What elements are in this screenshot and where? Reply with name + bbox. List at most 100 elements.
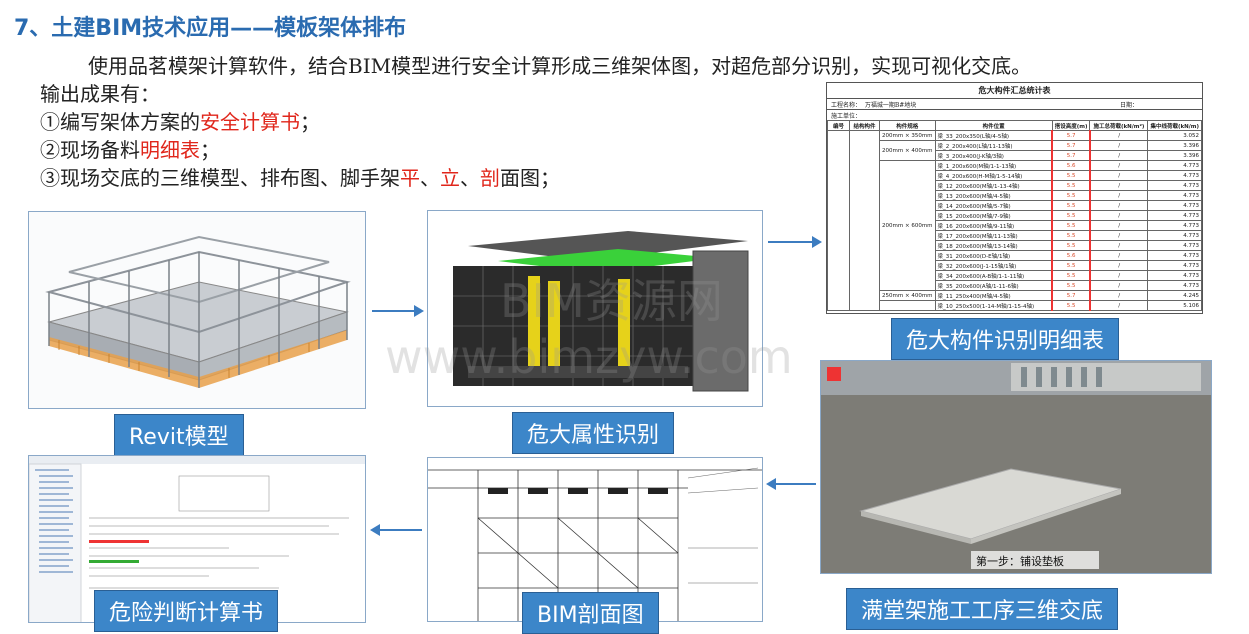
construction-3d-image: 第一步：铺设垫板 [820, 360, 1212, 574]
cell-line-load: 4.773 [1147, 160, 1202, 171]
cell-load: / [1089, 140, 1149, 151]
ground-pad-illustration [821, 361, 1211, 573]
cell-position: 梁_15_200x600(M轴/7-9轴) [934, 210, 1053, 221]
cell-load: / [1089, 170, 1149, 181]
cell-spec: 200mm × 600mm [879, 160, 936, 291]
cell-load: / [1089, 180, 1149, 191]
cell-height: 5.5 [1051, 190, 1091, 201]
arrow-identify-to-table [768, 236, 822, 248]
cell-load: / [1089, 200, 1149, 211]
cell-line-load: 4.773 [1147, 190, 1202, 201]
cell-height: 5.5 [1051, 220, 1091, 231]
cell-position: 梁_16_200x600(M轴/9-11轴) [934, 220, 1053, 231]
danger-identify-image [427, 210, 763, 407]
cell-load: / [1089, 190, 1149, 201]
arrow-section-to-calc [370, 524, 422, 536]
cell-position: 梁_12_200x600(M轴/1-13-4轴) [934, 180, 1053, 191]
cell-line-load: 4.773 [1147, 260, 1202, 271]
table-meta-project: 工程名称： 万福城一期B#地块 日期： [827, 98, 1202, 109]
step-caption: 第一步：铺设垫板 [976, 555, 1064, 568]
cell-height: 5.5 [1051, 200, 1091, 211]
cell-position: 梁_33_200x350(L轴/4-5轴) [934, 130, 1053, 141]
software-window-illustration [29, 456, 365, 622]
cell-position: 梁_35_200x600(A轴/1-11-6轴) [934, 280, 1053, 291]
cell-position: 梁_17_200x600(M轴/11-13轴) [934, 230, 1053, 241]
cell-height: 5.6 [1051, 160, 1091, 171]
table-meta-unit: 施工单位： [827, 109, 1202, 120]
cell-load: / [1089, 130, 1149, 141]
cell-structure [849, 130, 880, 311]
cell-line-load: 4.245 [1147, 290, 1202, 301]
scaffold-3d-illustration [438, 231, 749, 401]
cell-position: 梁_3_200x400(J-K轴/3轴) [934, 150, 1053, 161]
cell-load: / [1089, 160, 1149, 171]
cell-line-load: 4.773 [1147, 220, 1202, 231]
cell-position: 梁_31_200x600(D-E轴/1轴) [934, 250, 1053, 261]
cell-load: / [1089, 270, 1149, 281]
cell-spec [879, 300, 936, 311]
label-construction: 满堂架施工工序三维交底 [846, 588, 1119, 630]
cell-line-load: 4.773 [1147, 230, 1202, 241]
cell-position: 梁_14_200x600(M轴/5-7轴) [934, 200, 1053, 211]
cell-load: / [1089, 280, 1149, 291]
cell-height: 5.5 [1051, 270, 1091, 281]
cell-height: 5.5 [1051, 240, 1091, 251]
cell-line-load: 4.773 [1147, 240, 1202, 251]
table-row: 梁_34_200x600(A-B轴/1-1-11轴)5.5/4.773 [828, 270, 1202, 281]
label-revit-model: Revit模型 [114, 414, 244, 456]
cell-load: / [1089, 210, 1149, 221]
danger-component-table: 危大构件汇总统计表 工程名称： 万福城一期B#地块 日期： 施工单位： 编号 结… [826, 82, 1203, 314]
cell-position: 梁_2_200x400(L轴/11-13轴) [934, 140, 1053, 151]
cell-position: 梁_18_200x600(M轴/13-14轴) [934, 240, 1053, 251]
output-item-2: ②现场备料明细表； [40, 138, 220, 162]
cell-load: / [1089, 240, 1149, 251]
cell-height: 5.7 [1051, 130, 1091, 141]
cell-height: 5.7 [1051, 140, 1091, 151]
cell-line-load: 4.773 [1147, 210, 1202, 221]
cell-load: / [1089, 220, 1149, 231]
cell-height: 5.5 [1051, 280, 1091, 291]
cell-height: 5.7 [1051, 290, 1091, 301]
building-frame-illustration [45, 235, 351, 388]
cell-line-load: 4.773 [1147, 170, 1202, 181]
cell-load: / [1089, 300, 1149, 311]
table-row: 梁_32_200x600(J-1-15轴/1轴)5.5/4.773 [828, 260, 1202, 271]
cell-spec: 200mm × 350mm [879, 130, 936, 141]
logo-mark [827, 367, 841, 381]
label-bim-section: BIM剖面图 [522, 592, 659, 634]
outputs-list: 输出成果有： ①编写架体方案的安全计算书； ②现场备料明细表； ③现场交底的三维… [40, 80, 560, 192]
table-title: 危大构件汇总统计表 [978, 85, 1051, 95]
arrow-construction-to-section [766, 478, 816, 490]
intro-text: 使用品茗模架计算软件，结合BIM模型进行安全计算形成三维架体图，对超危部分识别，… [88, 54, 1032, 78]
cell-height: 5.5 [1051, 170, 1091, 181]
cell-spec: 250mm × 400mm [879, 290, 936, 301]
cell-load: / [1089, 150, 1149, 161]
output-item-1: ①编写架体方案的安全计算书； [40, 110, 320, 134]
cell-height: 5.6 [1051, 250, 1091, 261]
cell-position: 梁_32_200x600(J-1-15轴/1轴) [934, 260, 1053, 271]
cell-position: 梁_4_200x600(H-M轴/1-5-14轴) [934, 170, 1053, 181]
label-calc-book: 危险判断计算书 [94, 590, 279, 632]
cell-position: 梁_10_250x500(1-14-M轴/1-15-4轴) [934, 300, 1053, 311]
cell-load: / [1089, 230, 1149, 241]
cell-line-load: 4.773 [1147, 200, 1202, 211]
revit-model-image [28, 211, 366, 409]
output-item-3: ③现场交底的三维模型、排布图、脚手架平、立、剖面图； [40, 166, 560, 190]
cell-line-load: 3.396 [1147, 150, 1202, 161]
cell-height: 5.5 [1051, 260, 1091, 271]
cell-spec: 200mm × 400mm [879, 140, 936, 161]
cell-line-load: 3.396 [1147, 140, 1202, 151]
cell-load: / [1089, 250, 1149, 261]
cell-height: 5.5 [1051, 210, 1091, 221]
cell-number [827, 130, 850, 311]
cell-height: 5.7 [1051, 150, 1091, 161]
cell-line-load: 4.773 [1147, 280, 1202, 291]
cell-load: / [1089, 260, 1149, 271]
cell-position: 梁_11_250x400(M轴/4-5轴) [934, 290, 1053, 301]
cell-line-load: 4.773 [1147, 180, 1202, 191]
cell-position: 梁_1_200x600(M轴/1-1-13轴) [934, 160, 1053, 171]
